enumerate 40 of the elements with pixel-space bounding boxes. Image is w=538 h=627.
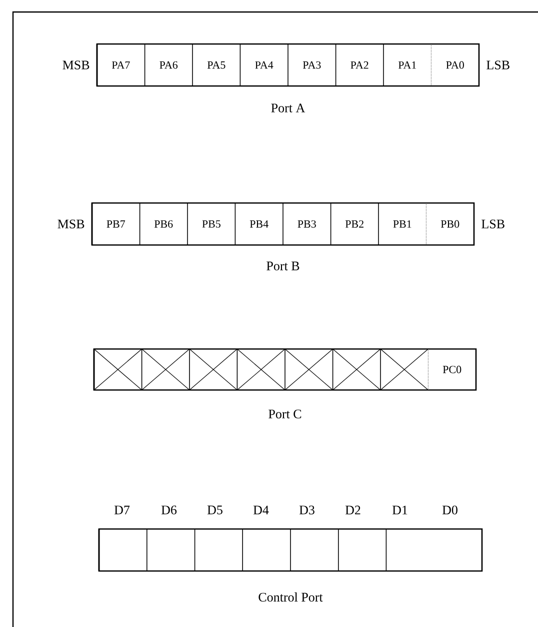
bit-order-label: MSB [58,220,84,228]
port-label: Port C [268,410,302,418]
bit-order-label: LSB [486,60,510,70]
bit-cell: PB3 [282,202,316,246]
crossed-cell [189,348,238,390]
bit-cell: PA2 [335,44,368,86]
crossed-cell [141,348,190,390]
crossed-cell [93,348,142,390]
crossed-cell [236,348,286,390]
crossed-cell [332,348,381,390]
bit-number: D6 [161,506,177,514]
bit-cell: PA7 [96,44,130,86]
bit-cell: PC0 [428,348,462,390]
bit-cell: PB5 [187,202,220,246]
crossed-cell [380,348,428,390]
bit-cell: PB0 [426,202,460,246]
bit-cell: PA4 [240,44,274,86]
bit-cell: PA1 [383,44,416,86]
crossed-cell [284,348,334,390]
port-label: Port A [271,104,306,112]
bit-number: D1 [392,506,408,514]
port-label: Port B [266,262,300,270]
bit-cell: PA0 [430,44,464,86]
bit-cell: PA6 [144,44,178,86]
bit-cell: PB7 [91,203,126,245]
bit-cell: PB1 [378,202,412,246]
bit-number: D2 [345,506,360,514]
port-label: Control Port [258,592,323,602]
bit-number: D3 [299,506,314,514]
bit-cell: PB4 [234,202,268,246]
bit-cell: PA3 [288,44,321,86]
bit-number: D0 [442,506,458,514]
bit-cell: PA5 [192,44,226,86]
bit-number: D5 [207,506,222,514]
bit-number: D4 [253,506,269,514]
bit-cell: PB6 [139,202,173,246]
bit-cell: PB2 [330,202,364,246]
bit-number: D7 [114,506,130,514]
bit-order-label: LSB [482,220,504,228]
bit-order-label: MSB [62,60,90,70]
